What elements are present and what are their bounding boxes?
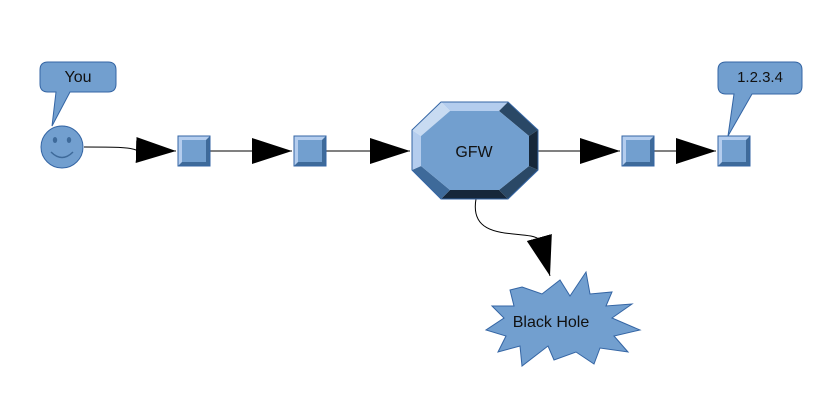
label-destination: 1.2.3.4 (737, 69, 783, 86)
relay-node-1 (177, 135, 211, 167)
relay-node-2 (293, 135, 327, 167)
connector-gfw-to-black-hole (474, 198, 552, 277)
smiley-icon (40, 125, 84, 169)
label-you: You (65, 69, 92, 86)
label-black-hole: Black Hole (513, 314, 590, 331)
label-gfw: GFW (455, 144, 493, 161)
callout-destination: 1.2.3.4 (717, 61, 803, 137)
relay-node-4 (717, 135, 751, 167)
connectors (83, 137, 716, 277)
relay-node-3 (621, 135, 655, 167)
octagon-bevel-icon: GFW (411, 101, 539, 200)
starburst-icon: Black Hole (484, 270, 642, 367)
connector-you-to-node-1 (83, 137, 177, 163)
callout-you: You (39, 61, 117, 127)
